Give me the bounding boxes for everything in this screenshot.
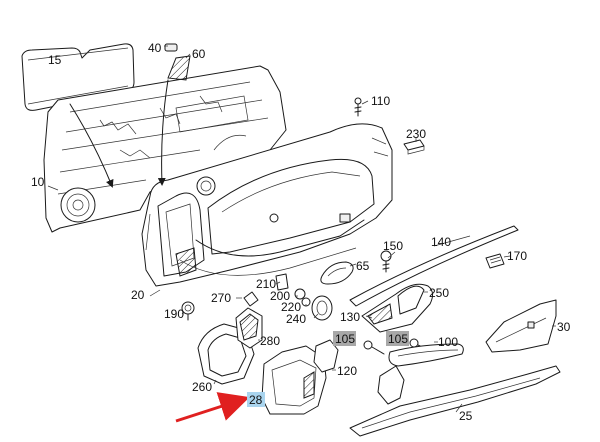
handle-bar-part-100: [388, 343, 464, 367]
label-25: 25: [459, 409, 473, 423]
pull-handle-part-250: [397, 285, 425, 315]
trim-part-60: [167, 55, 191, 81]
screw-part-110: [354, 97, 362, 117]
label-105-right: 105: [388, 332, 408, 346]
label-280: 280: [260, 334, 280, 348]
label-105-left: 105: [335, 332, 355, 346]
label-15: 15: [48, 53, 62, 67]
leader-15: [69, 103, 114, 188]
label-100: 100: [438, 335, 458, 349]
label-65: 65: [356, 259, 370, 273]
label-200: 200: [270, 289, 290, 303]
label-40: 40: [148, 41, 162, 55]
clip-part-210: [275, 273, 289, 291]
label-60: 60: [192, 47, 206, 61]
plug-part-190: [181, 301, 195, 321]
label-170: 170: [507, 249, 527, 263]
bracket-part-120: [313, 339, 339, 373]
screw-part-150: [380, 250, 392, 273]
label-150: 150: [383, 239, 403, 253]
door-inner-panel-part: [43, 65, 287, 233]
label-270: 270: [211, 291, 231, 305]
highlight-box-105-left: [333, 331, 356, 346]
leader-lines: [47, 45, 556, 413]
label-220: 220: [281, 300, 301, 314]
sill-strip-part-25: [349, 365, 561, 437]
label-190: 190: [164, 307, 184, 321]
clip-part-270: [243, 291, 259, 307]
leader-60: [157, 79, 169, 186]
label-30: 30: [557, 320, 571, 334]
door-trim-panel-part: [141, 123, 393, 287]
label-10: 10: [31, 175, 45, 189]
highlight-box-105-right: [386, 331, 409, 346]
highlight-arrow: [175, 392, 250, 423]
label-20: 20: [131, 288, 145, 302]
label-130: 130: [340, 310, 360, 324]
clip-part-200: [294, 288, 306, 300]
screw-part-105-left: [363, 340, 385, 355]
window-seal-strip-part: [349, 225, 519, 307]
label-240: 240: [286, 312, 306, 326]
label-140: 140: [431, 235, 451, 249]
highlight-box-28: [247, 392, 265, 407]
label-230: 230: [406, 127, 426, 141]
label-260: 260: [192, 380, 212, 394]
bracket-part-280: [235, 307, 263, 349]
cap-part-230: [403, 139, 425, 155]
switch-part-240: [311, 295, 333, 321]
label-210: 210: [256, 277, 276, 291]
label-110: 110: [371, 94, 390, 108]
label-250: 250: [429, 286, 449, 300]
label-28: 28: [249, 393, 263, 407]
clip-part-40: [164, 43, 178, 52]
handle-bezel-part-65: [320, 261, 354, 285]
label-120: 120: [337, 364, 357, 378]
lower-trim-part-28: [261, 345, 327, 415]
side-trim-part-30: [485, 299, 557, 353]
clip-part-170: [485, 253, 505, 269]
